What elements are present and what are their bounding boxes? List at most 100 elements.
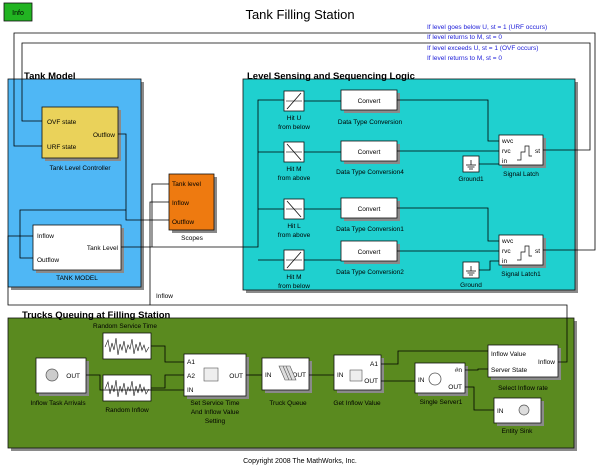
note-2: If level returns to M, st = 0 [427, 34, 502, 41]
scopes-label: Scopes [181, 235, 203, 242]
wires [7, 32, 596, 411]
latch-2-port-in: in [502, 258, 507, 265]
hit-m-below-label-1: Hit M [286, 274, 301, 281]
get-attribute-icon [349, 369, 363, 382]
server-icon [428, 372, 442, 386]
latch-2-port-rvc: rvc [502, 248, 511, 255]
generator-icon [45, 368, 59, 382]
queue-icon [278, 365, 297, 381]
random-inflow-label: Random Inflow [105, 407, 149, 414]
hit-l-label-1: Hit L [287, 223, 301, 230]
page-title: Tank Filling Station [245, 7, 354, 22]
info-button[interactable] [3, 2, 33, 22]
hit-u-label-1: Hit U [287, 115, 302, 122]
convert-3-text: Convert [358, 206, 381, 213]
tank-level-controller-block[interactable] [41, 106, 119, 159]
set-service-label-2: And Inflow Value [191, 409, 240, 416]
latch-2-port-st: st [535, 248, 540, 255]
latch-2-icon [517, 245, 532, 261]
sink-icon [518, 404, 530, 416]
latch-1-port-st: st [535, 148, 540, 155]
random-inflow-noise-icon [104, 379, 150, 398]
controller-port-ovf: OVF state [47, 119, 77, 126]
convert-2-label: Data Type Conversion4 [336, 169, 404, 176]
server-label: Single Server1 [420, 399, 463, 406]
ground-1-label: Ground1 [458, 176, 484, 183]
ground-label: Ground [460, 282, 482, 289]
hit-m-above-label-1: Hit M [286, 166, 301, 173]
entity-sink-block[interactable] [493, 397, 542, 424]
convert-2-text: Convert [358, 149, 381, 156]
scopes-port-tank-level: Tank level [172, 181, 201, 188]
get-inflow-port-a1: A1 [370, 361, 378, 368]
set-service-port-out: OUT [229, 373, 243, 380]
convert-1-text: Convert [358, 98, 381, 105]
latch-1-icon [517, 145, 532, 161]
scopes-port-inflow: Inflow [172, 200, 189, 207]
hit-l-label-2: from above [278, 232, 311, 239]
set-service-port-in: IN [187, 387, 194, 394]
select-port-inflow: Inflow [538, 359, 555, 366]
ground-1-block[interactable] [462, 155, 480, 173]
attribute-icon [203, 367, 219, 382]
note-4: If level returns to M, st = 0 [427, 55, 502, 62]
controller-port-urf: URF state [47, 144, 77, 151]
set-service-label-1: Set Service Time [190, 400, 240, 407]
tank-model-title: Tank Model [24, 71, 76, 82]
queue-port-in: IN [265, 372, 272, 379]
trucks-title: Trucks Queuing at Filling Station [22, 310, 171, 321]
server-port-in: IN [418, 377, 425, 384]
latch-2-label: Signal Latch1 [501, 271, 541, 278]
hit-m-above-label-2: from above [278, 175, 311, 182]
convert-3-label: Data Type Conversion1 [336, 226, 404, 233]
select-port-inflow-value: Inflow Value [491, 351, 526, 358]
tank-model-block[interactable] [32, 224, 122, 271]
hit-m-above-block[interactable] [283, 141, 305, 163]
select-inflow-rate-block[interactable] [487, 344, 559, 378]
queue-label: Truck Queue [269, 400, 307, 407]
truck-queue-block[interactable] [261, 357, 310, 391]
random-service-block[interactable] [102, 332, 152, 360]
arrivals-port-out: OUT [66, 373, 80, 380]
inflow-signal-label: Inflow [156, 293, 173, 300]
latch-2-port-wvc: wvc [501, 238, 514, 245]
hit-m-below-label-2: from below [278, 283, 310, 290]
hit-u-block[interactable] [283, 90, 305, 112]
note-1: If level goes below U, st = 1 (URF occur… [427, 24, 547, 31]
get-inflow-port-out: OUT [364, 378, 378, 385]
tank-port-inflow: Inflow [37, 233, 54, 240]
set-service-port-a2: A2 [187, 373, 195, 380]
single-server-block[interactable] [414, 362, 466, 394]
select-label: Select Inflow rate [498, 385, 548, 392]
latch-1-port-wvc: wvc [501, 138, 514, 145]
notes: If level goes below U, st = 1 (URF occur… [427, 24, 547, 62]
hit-m-below-block[interactable] [283, 249, 305, 271]
copyright: Copyright 2008 The MathWorks, Inc. [243, 458, 357, 465]
server-port-n: #n [455, 367, 463, 374]
controller-label: Tank Level Controller [49, 165, 111, 172]
sensing-title: Level Sensing and Sequencing Logic [247, 71, 415, 82]
server-port-out: OUT [448, 384, 462, 391]
hit-u-label-2: from below [278, 124, 310, 131]
set-service-label-3: Setting [205, 418, 226, 425]
ground-block[interactable] [462, 261, 480, 279]
tank-model-label: TANK MODEL [56, 275, 98, 282]
convert-1-label: Data Type Conversion [338, 119, 403, 126]
latch-1-label: Signal Latch [503, 171, 539, 178]
hit-l-block[interactable] [283, 198, 305, 220]
random-service-noise-icon [104, 337, 150, 356]
get-inflow-label: Get Inflow Value [333, 400, 381, 407]
tank-port-outflow: Outflow [37, 257, 59, 264]
random-service-label: Random Service Time [93, 323, 157, 330]
inflow-task-arrivals-block[interactable] [35, 357, 87, 394]
scopes-block[interactable] [168, 173, 215, 231]
convert-4-label: Data Type Conversion2 [336, 269, 404, 276]
select-port-server-state: Server State [491, 367, 528, 374]
latch-1-port-rvc: rvc [502, 148, 511, 155]
convert-4-text: Convert [358, 249, 381, 256]
latch-1-port-in: in [502, 158, 507, 165]
arrivals-label: Inflow Task Arrivals [30, 400, 86, 407]
scopes-port-outflow: Outflow [172, 219, 194, 226]
sink-port-in: IN [497, 408, 504, 415]
